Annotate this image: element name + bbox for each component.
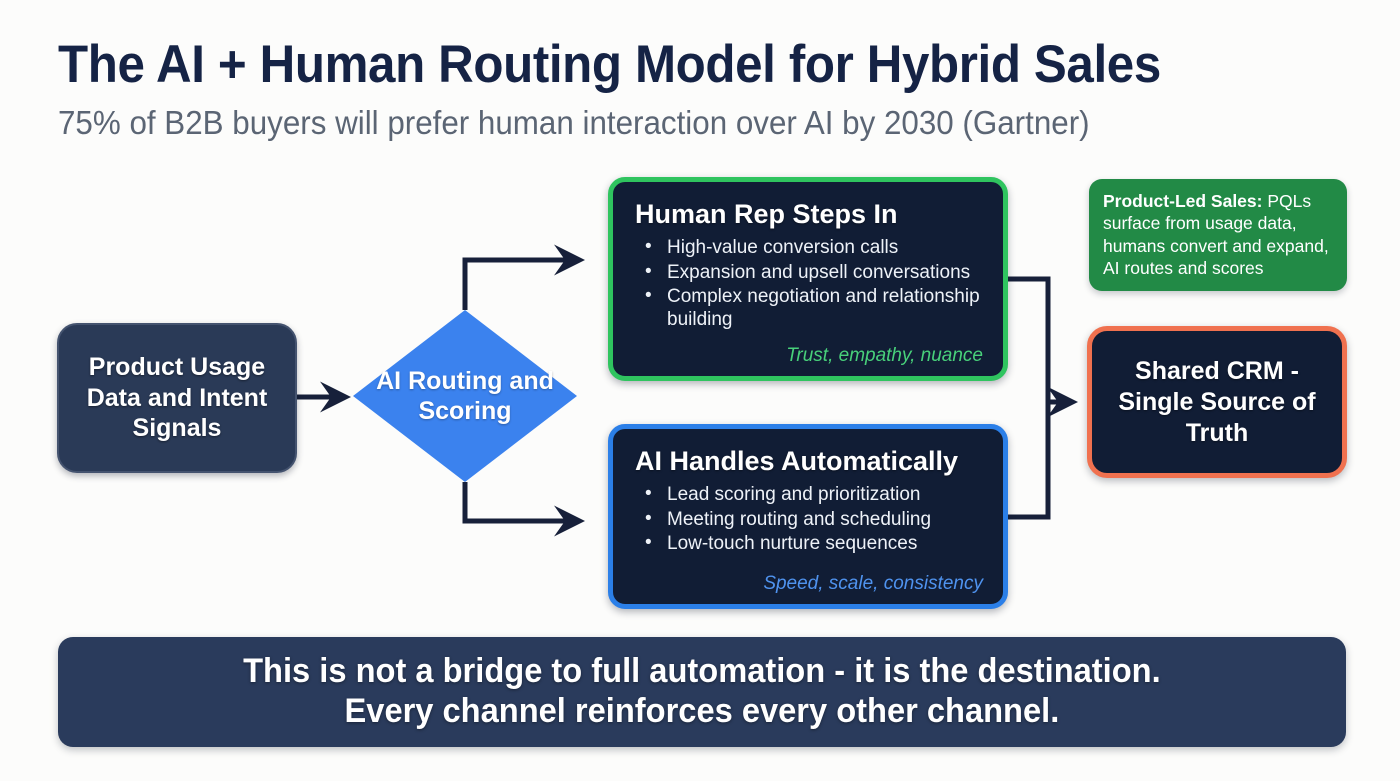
node-ai-routing-decision[interactable]: AI Routing and Scoring bbox=[353, 310, 577, 482]
node-product-usage-data[interactable]: Product Usage Data and Intent Signals bbox=[57, 323, 297, 473]
human-branch-bullet-list: High-value conversion calls Expansion an… bbox=[633, 235, 983, 331]
page-subtitle: 75% of B2B buyers will prefer human inte… bbox=[58, 104, 1090, 141]
node-shared-crm[interactable]: Shared CRM - Single Source of Truth bbox=[1087, 326, 1347, 478]
connector-decision-to-ai bbox=[462, 482, 585, 537]
bottom-banner-line-1: This is not a bridge to full automation … bbox=[243, 652, 1161, 691]
list-item: Lead scoring and prioritization bbox=[641, 482, 983, 506]
human-branch-footer: Trust, empathy, nuance bbox=[786, 345, 983, 366]
node-shared-crm-label: Shared CRM - Single Source of Truth bbox=[1118, 356, 1316, 447]
connector-human-to-destination bbox=[1008, 276, 1051, 402]
list-item: Expansion and upsell conversations bbox=[641, 260, 983, 284]
bottom-banner: This is not a bridge to full automation … bbox=[58, 637, 1346, 747]
callout-body: PQLs surface from usage data, humans con… bbox=[1103, 191, 1329, 279]
list-item: Meeting routing and scheduling bbox=[641, 507, 983, 531]
callout-product-led-sales[interactable]: Product-Led Sales: PQLs surface from usa… bbox=[1089, 179, 1347, 291]
node-ai-routing-decision-label: AI Routing and Scoring bbox=[376, 367, 554, 425]
node-human-rep-steps-in[interactable]: Human Rep Steps In High-value conversion… bbox=[608, 177, 1008, 381]
node-ai-handles-automatically[interactable]: AI Handles Automatically Lead scoring an… bbox=[608, 424, 1008, 609]
list-item: Low-touch nurture sequences bbox=[641, 531, 983, 555]
page-title: The AI + Human Routing Model for Hybrid … bbox=[58, 35, 1161, 94]
human-branch-heading: Human Rep Steps In bbox=[635, 199, 898, 229]
connector-ai-to-destination bbox=[1008, 402, 1051, 520]
connector-decision-to-human bbox=[462, 244, 585, 310]
callout-lead: Product-Led Sales: bbox=[1103, 191, 1263, 211]
node-product-usage-data-label: Product Usage Data and Intent Signals bbox=[86, 353, 268, 443]
bottom-banner-line-2: Every channel reinforces every other cha… bbox=[344, 692, 1060, 730]
ai-branch-footer: Speed, scale, consistency bbox=[763, 573, 983, 594]
ai-branch-bullet-list: Lead scoring and prioritization Meeting … bbox=[633, 482, 983, 555]
ai-branch-heading: AI Handles Automatically bbox=[635, 446, 959, 476]
list-item: Complex negotiation and relationship bui… bbox=[641, 284, 983, 331]
list-item: High-value conversion calls bbox=[641, 235, 983, 259]
bottom-banner-text: This is not a bridge to full automation … bbox=[243, 652, 1161, 732]
